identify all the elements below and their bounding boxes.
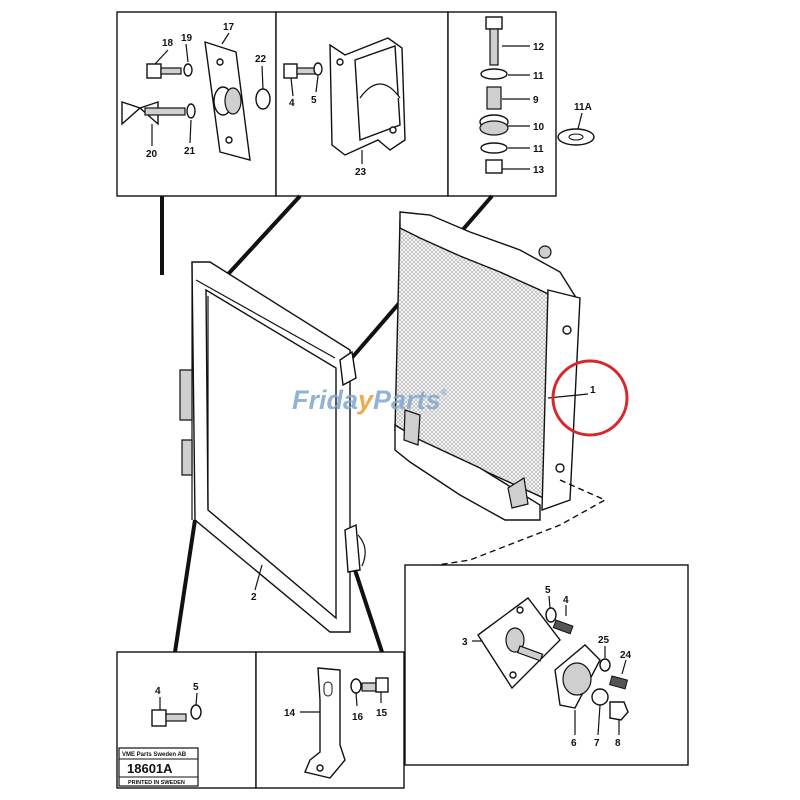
svg-text:FridayParts®: FridayParts® [292,385,447,415]
callout-4-bottom: 4 [155,686,161,697]
watermark-mark: ® [441,388,447,397]
callout-16: 16 [352,712,364,723]
frame-shroud: 2 [179,261,361,633]
callout-20: 20 [146,149,158,160]
detail-box-mount-stack: 12 11 9 10 11 13 [447,11,557,197]
callout-17: 17 [223,22,235,33]
highlight-circle [551,359,629,437]
callout-14: 14 [284,708,296,719]
radiator-core: 1 [394,211,629,521]
washer-11a: 11A [557,102,595,146]
callout-1: 1 [590,385,596,396]
callout-25: 25 [598,635,610,646]
connector-line [353,569,384,653]
callout-10: 10 [533,122,545,133]
stamp-box: VME Parts Sweden AB 18601A PRINTED IN SW… [118,747,199,787]
callout-8: 8 [615,738,621,749]
callout-15: 15 [376,708,388,719]
attachment-arc [357,534,366,567]
stamp-printed: PRINTED IN SWEDEN [128,780,185,786]
watermark-part-3: Parts [373,385,441,415]
callout-12: 12 [533,42,545,53]
callout-21: 21 [184,146,196,157]
callout-4-top: 4 [289,98,295,109]
callout-22: 22 [255,54,267,65]
callout-11-upper: 11 [533,71,544,82]
callout-9: 9 [533,95,539,106]
callout-18: 18 [162,38,174,49]
callout-13: 13 [533,165,545,176]
callout-5-bottom: 5 [193,682,199,693]
callout-5-top: 5 [311,95,317,106]
callout-4-right: 4 [563,595,569,606]
callout-19: 19 [181,33,193,44]
detail-box-rubber-mount: 5 4 3 25 24 6 7 8 [404,564,689,766]
watermark-part-1: Frida [292,385,358,415]
detail-box-cutout-bracket: 4 5 23 [275,11,449,197]
callout-6: 6 [571,738,577,749]
connector-line [173,519,197,653]
callout-23: 23 [355,167,367,178]
watermark-part-2: y [356,385,375,415]
callout-5-right: 5 [545,585,551,596]
detail-box-l-bracket: 14 16 15 [255,651,405,789]
callout-24: 24 [620,650,632,661]
dashed-leader [404,479,607,571]
detail-box-bracket: 18 19 17 22 20 21 [116,11,277,197]
callout-3: 3 [462,637,468,648]
stamp-number: 18601A [127,761,173,776]
callout-11a: 11A [574,102,592,113]
watermark-logo: FridayParts® [292,385,447,415]
callout-11-lower: 11 [533,144,544,155]
callout-7: 7 [594,738,600,749]
stamp-company: VME Parts Sweden AB [122,752,187,758]
callout-2: 2 [251,592,257,603]
